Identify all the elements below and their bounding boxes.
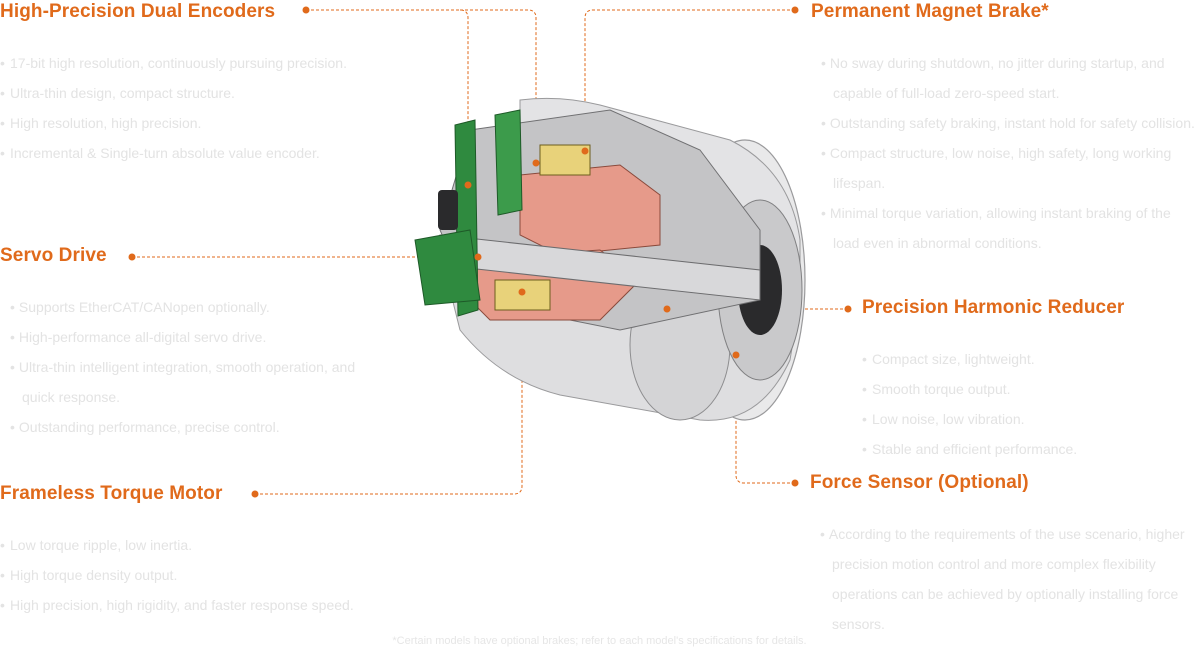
feature-title: High-Precision Dual Encoders [0, 1, 276, 22]
list-item: High torque density output. [0, 560, 354, 590]
leader-line-encoders-2 [460, 9, 537, 163]
list-item: Stable and efficient performance. [862, 434, 1124, 464]
feature-title: Precision Harmonic Reducer [862, 297, 1125, 318]
feature-magnet-brake: Permanent Magnet Brake* No sway during s… [811, 0, 1199, 258]
feature-list: According to the requirements of the use… [810, 519, 1199, 639]
leader-dot [532, 159, 540, 167]
leader-dot [663, 305, 671, 313]
feature-encoders: High-Precision Dual Encoders 17-bit high… [0, 0, 347, 168]
leader-dot [791, 479, 799, 487]
leader-dot [251, 490, 259, 498]
feature-list: No sway during shutdown, no jitter durin… [811, 48, 1199, 258]
feature-list: Compact size, lightweight. Smooth torque… [862, 344, 1124, 464]
feature-torque-motor: Frameless Torque Motor Low torque ripple… [0, 482, 354, 620]
leader-dot [518, 288, 526, 296]
leader-dots [128, 6, 852, 498]
leader-dot [302, 6, 310, 14]
feature-title: Frameless Torque Motor [0, 483, 223, 504]
feature-title: Force Sensor (Optional) [810, 472, 1029, 493]
feature-title: Permanent Magnet Brake* [811, 1, 1049, 22]
leader-line-motor [255, 292, 523, 495]
list-item: Ultra-thin design, compact structure. [0, 78, 347, 108]
leader-dot [844, 305, 852, 313]
list-item: Minimal torque variation, allowing insta… [811, 198, 1199, 258]
leader-dot [581, 147, 589, 155]
cutaway-section [414, 109, 761, 331]
footnote: *Certain models have optional brakes; re… [392, 635, 807, 647]
list-item: High-performance all-digital servo drive… [0, 322, 360, 352]
list-item: Compact structure, low noise, high safet… [811, 138, 1199, 198]
list-item: Low noise, low vibration. [862, 404, 1124, 434]
list-item: Outstanding safety braking, instant hold… [811, 108, 1199, 138]
feature-harmonic-reducer: Precision Harmonic Reducer Compact size,… [862, 296, 1124, 464]
feature-title: Servo Drive [0, 245, 107, 266]
list-item: Ultra-thin intelligent integration, smoo… [0, 352, 360, 412]
list-item: Low torque ripple, low inertia. [0, 530, 354, 560]
feature-force-sensor: Force Sensor (Optional) According to the… [810, 471, 1199, 639]
list-item: Incremental & Single-turn absolute value… [0, 138, 347, 168]
list-item: Compact size, lightweight. [862, 344, 1124, 374]
list-item: According to the requirements of the use… [810, 519, 1199, 639]
feature-list: Low torque ripple, low inertia. High tor… [0, 530, 354, 620]
leader-dot [464, 181, 472, 189]
list-item: High precision, high rigidity, and faste… [0, 590, 354, 620]
list-item: Supports EtherCAT/CANopen optionally. [0, 292, 360, 322]
list-item: Smooth torque output. [862, 374, 1124, 404]
feature-servo-drive: Servo Drive Supports EtherCAT/CANopen op… [0, 244, 360, 442]
leader-dot [128, 253, 136, 261]
leader-dot [732, 351, 740, 359]
feature-list: 17-bit high resolution, continuously pur… [0, 48, 347, 168]
list-item: No sway during shutdown, no jitter durin… [811, 48, 1199, 108]
leader-dot [474, 253, 482, 261]
leader-line-brake [584, 9, 795, 151]
leader-line-sensor [735, 355, 795, 484]
leader-line-encoders [306, 9, 469, 185]
list-item: High resolution, high precision. [0, 108, 347, 138]
leader-dot [791, 6, 799, 14]
list-item: Outstanding performance, precise control… [0, 412, 360, 442]
feature-list: Supports EtherCAT/CANopen optionally. Hi… [0, 292, 360, 442]
list-item: 17-bit high resolution, continuously pur… [0, 48, 347, 78]
